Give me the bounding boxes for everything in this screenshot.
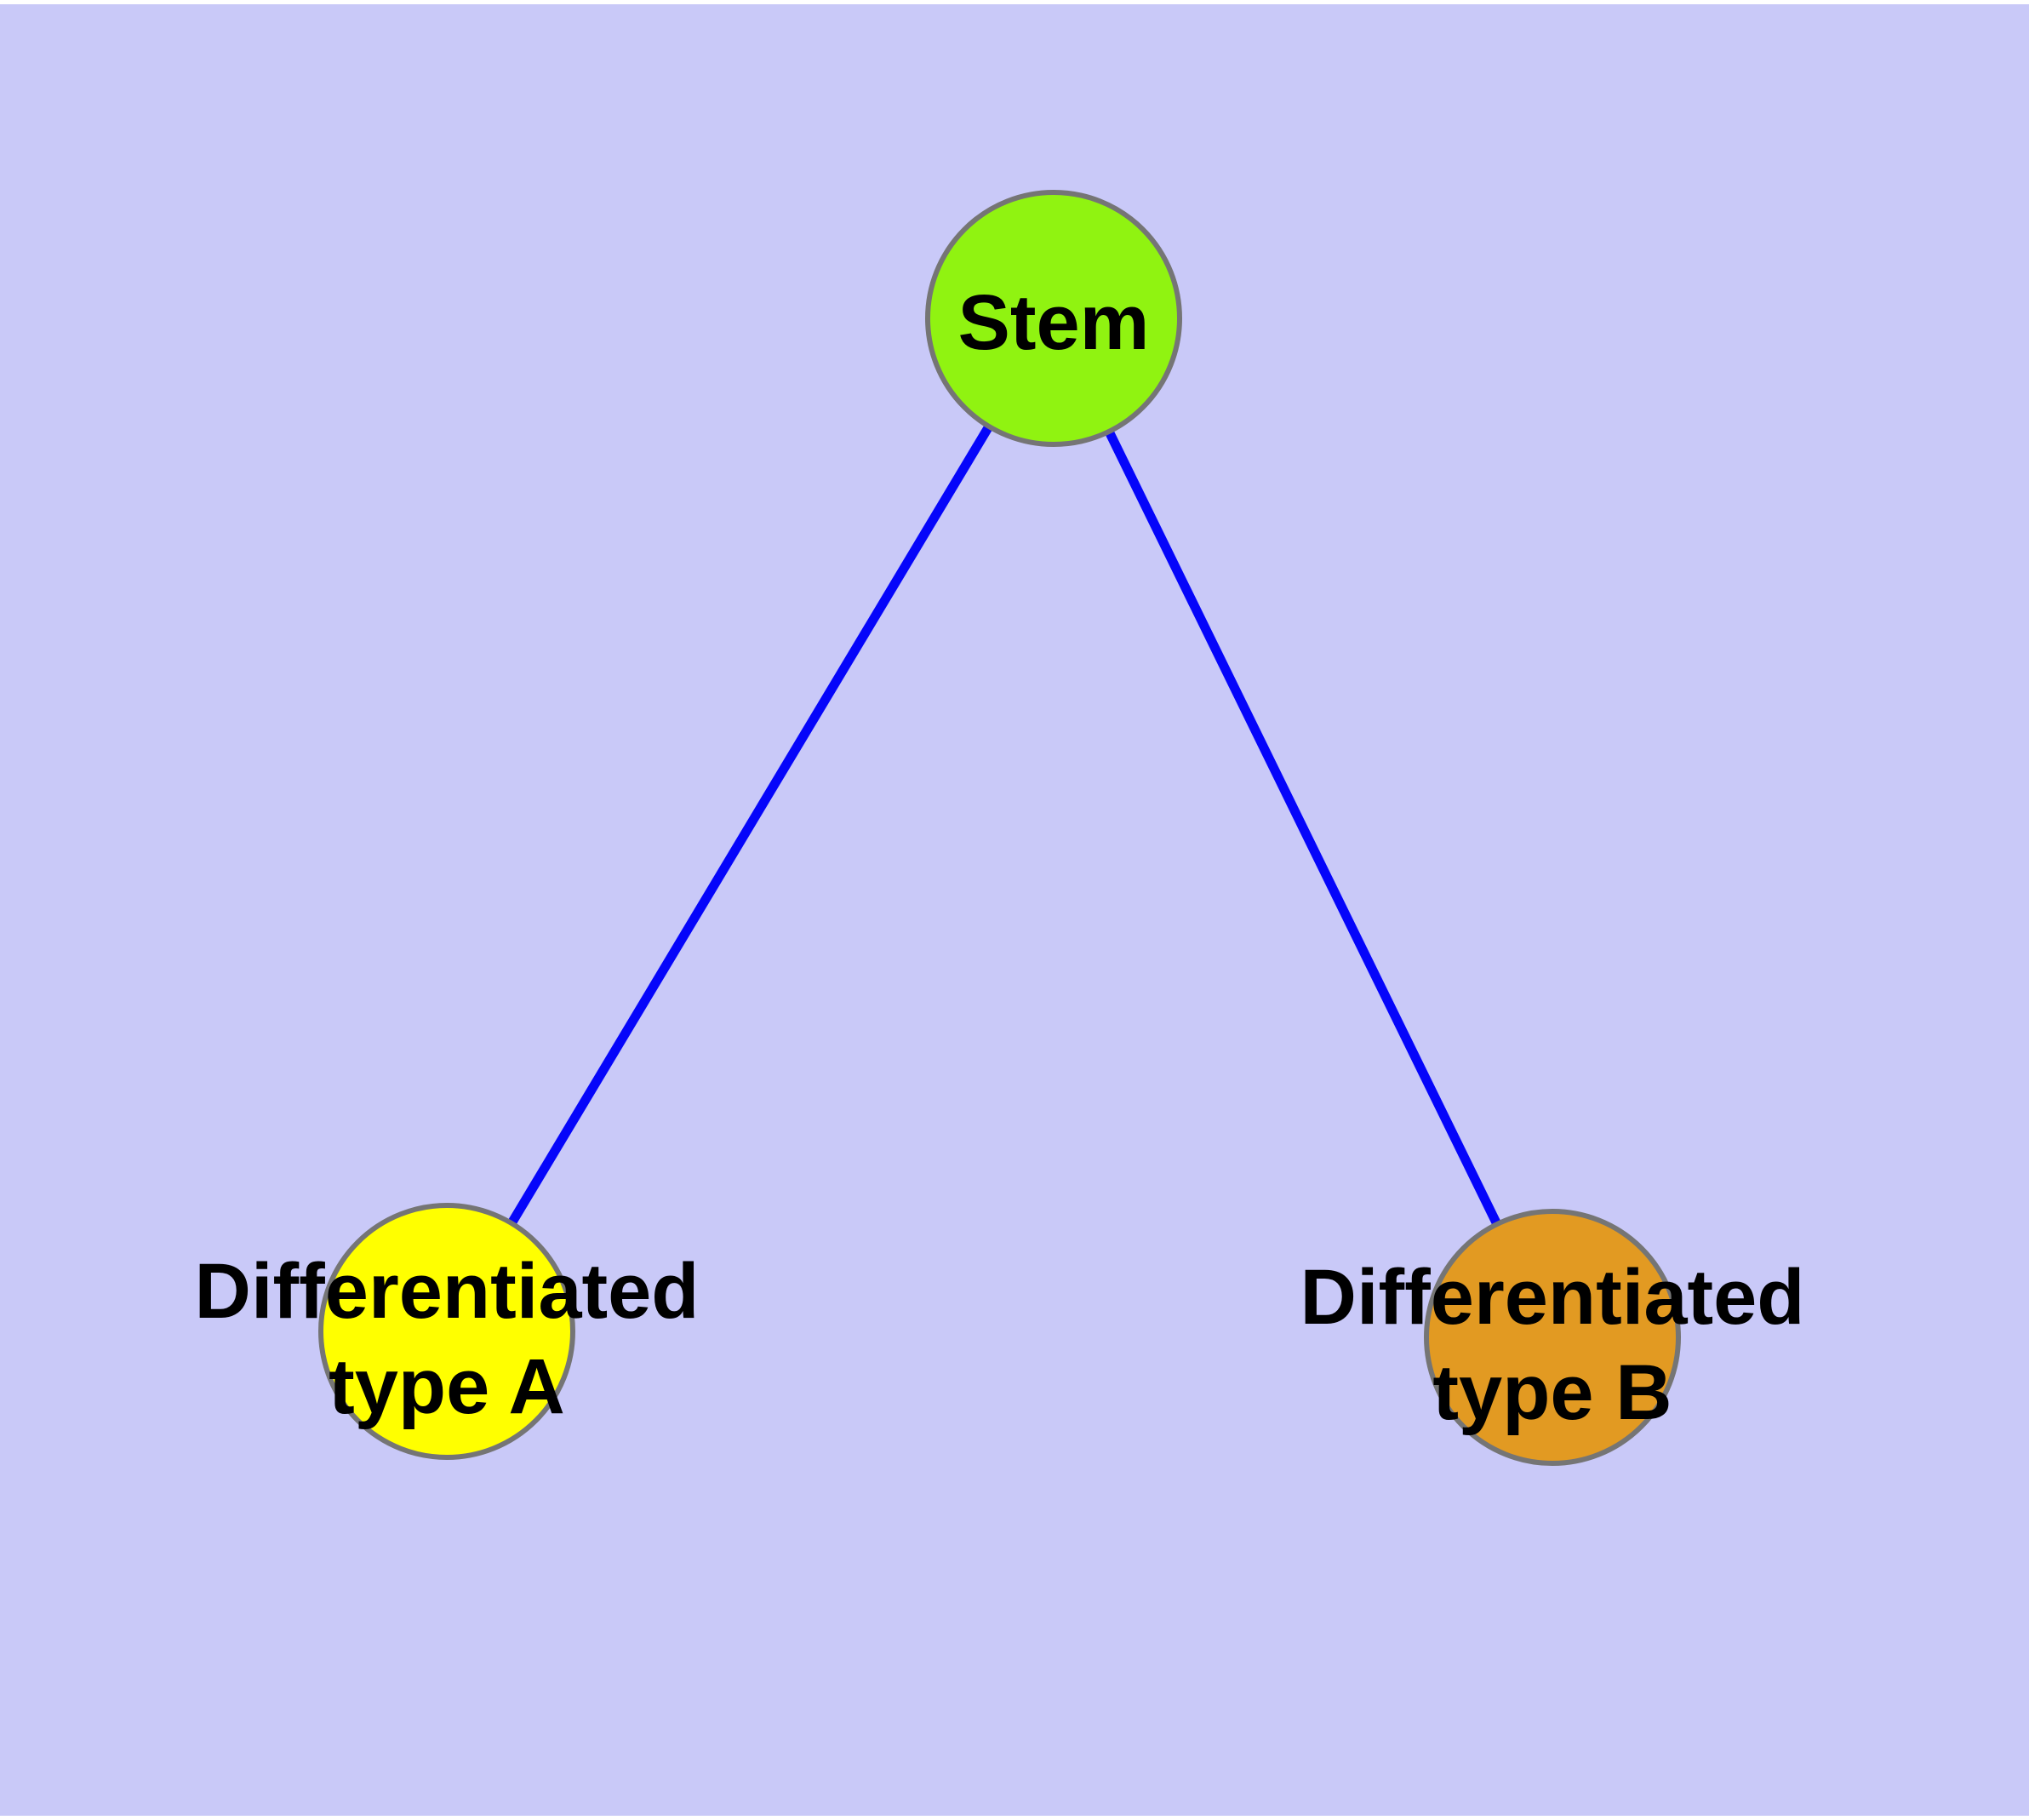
top-border-strip <box>0 0 2029 4</box>
node-type-b-label-line2: type B <box>1432 1349 1672 1436</box>
node-type-a-label-line1: Differentiated <box>195 1248 700 1335</box>
edge-stem-to-type-a <box>443 316 1058 1334</box>
node-stem-label: Stem <box>958 279 1150 366</box>
edge-stem-to-type-b <box>1049 316 1557 1340</box>
node-stem[interactable] <box>925 190 1182 447</box>
bottom-border-strip <box>0 1816 2029 1820</box>
node-type-b-label-line1: Differentiated <box>1300 1254 1805 1341</box>
node-differentiated-type-b[interactable] <box>1424 1209 1681 1466</box>
node-differentiated-type-a[interactable] <box>318 1203 575 1460</box>
node-type-a-label-line2: type A <box>329 1343 565 1430</box>
